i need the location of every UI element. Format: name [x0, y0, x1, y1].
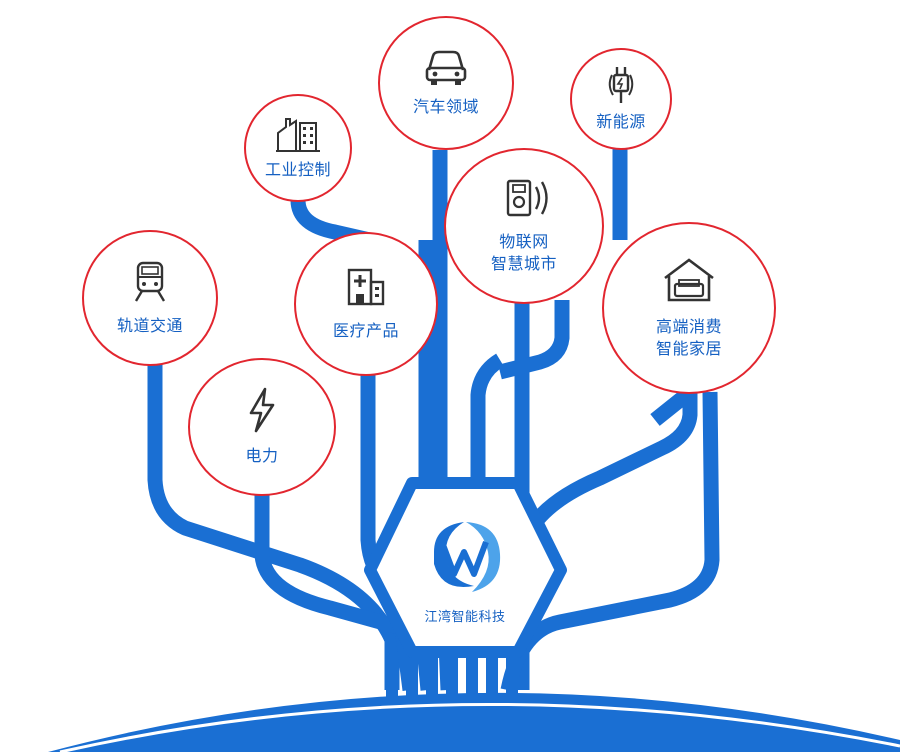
car-icon [425, 50, 467, 85]
node-industry[interactable]: 工业控制 [244, 94, 352, 202]
branch-iot-far [498, 300, 570, 380]
train-icon [134, 261, 166, 302]
label-line: 高端消费 [655, 317, 722, 336]
node-label: 高端消费 智能家居 [656, 316, 722, 360]
node-label: 医疗产品 [333, 320, 399, 342]
label-line: 医疗产品 [332, 321, 399, 340]
label-line: 智慧城市 [490, 254, 557, 273]
branch-right-low [650, 386, 695, 426]
label-line: 电力 [245, 446, 279, 465]
label-line: 智能家居 [655, 339, 722, 358]
node-label: 新能源 [596, 111, 646, 133]
lightning-icon [249, 387, 275, 433]
house-sofa-icon [664, 258, 714, 302]
ground-arc [48, 692, 900, 752]
charging-plug-icon [608, 67, 634, 103]
node-iot[interactable]: 物联网 智慧城市 [444, 148, 604, 304]
smart-device-icon [506, 179, 548, 217]
hub-label: 江湾智能科技 [424, 610, 506, 625]
branch-home [523, 392, 698, 535]
label-line: 轨道交通 [116, 316, 183, 335]
node-label: 工业控制 [265, 159, 331, 181]
branch-iot-left [470, 353, 505, 480]
node-label: 电力 [245, 445, 278, 467]
ground-arc-highlight [59, 702, 900, 752]
node-rail[interactable]: 轨道交通 [82, 230, 218, 366]
node-auto[interactable]: 汽车领域 [378, 16, 514, 150]
node-label: 汽车领域 [413, 96, 479, 118]
branch-industry [290, 199, 372, 248]
hospital-icon [347, 268, 385, 306]
factory-icon [276, 118, 320, 152]
hub-hexagon [364, 477, 567, 658]
label-line: 物联网 [499, 232, 549, 251]
node-energy[interactable]: 新能源 [570, 48, 672, 150]
node-label: 物联网 智慧城市 [491, 231, 557, 275]
node-power[interactable]: 电力 [188, 358, 336, 496]
node-label: 轨道交通 [117, 315, 183, 337]
label-line: 新能源 [596, 112, 646, 131]
node-home[interactable]: 高端消费 智能家居 [602, 222, 776, 394]
branch-power [254, 492, 418, 691]
w-swoosh-logo-icon [434, 522, 501, 592]
label-line: 汽车领域 [412, 97, 479, 116]
label-line: 工业控制 [264, 160, 331, 179]
node-medical[interactable]: 医疗产品 [294, 232, 438, 376]
